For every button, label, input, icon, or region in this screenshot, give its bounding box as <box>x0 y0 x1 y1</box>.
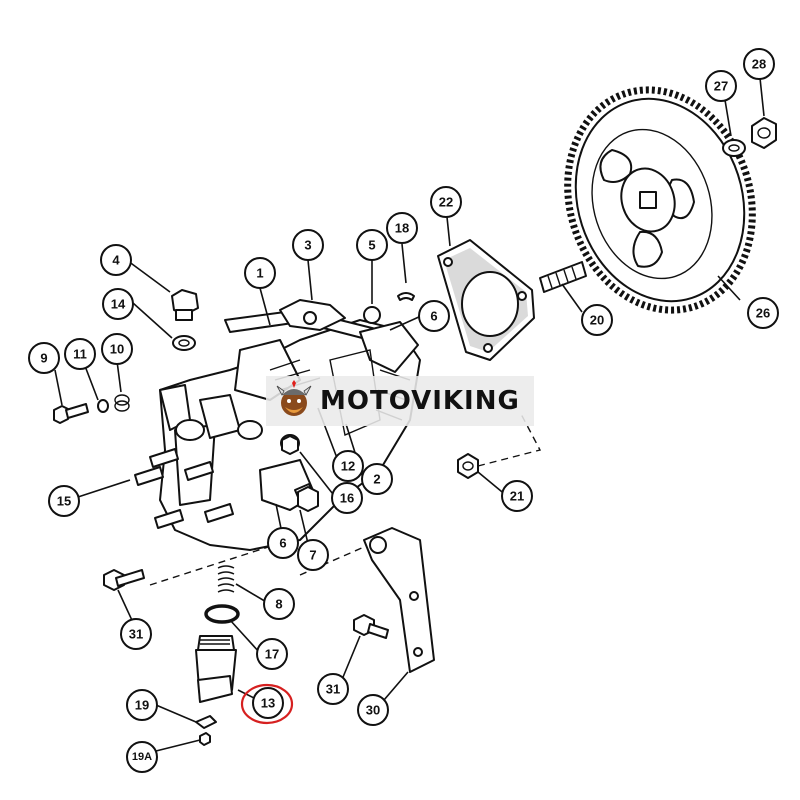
callout-label: 21 <box>510 489 524 504</box>
callout-label: 13 <box>261 696 275 711</box>
callout-label: 19A <box>132 751 152 763</box>
spring-8-illustration <box>217 565 235 593</box>
callout-label: 5 <box>368 238 375 253</box>
callout[interactable]: 30 <box>357 694 389 726</box>
callout[interactable]: 10 <box>101 333 133 365</box>
pump-studs-illustration <box>134 448 234 529</box>
highlight-ring <box>240 683 294 725</box>
callout-label: 9 <box>40 351 47 366</box>
callout-label: 30 <box>366 703 380 718</box>
callout-label: 10 <box>110 342 124 357</box>
callout[interactable]: 31 <box>120 618 152 650</box>
callout[interactable]: 21 <box>501 480 533 512</box>
callout[interactable]: 16 <box>331 482 363 514</box>
watermark-banner: MOTOVIKING <box>266 376 534 426</box>
callout-label: 11 <box>73 347 87 362</box>
bolt-7-illustration <box>297 486 319 512</box>
gear-illustration <box>564 86 756 314</box>
bolt-31-right-illustration <box>353 614 389 639</box>
clip-19-illustration <box>195 715 217 729</box>
callout[interactable]: 26 <box>747 297 779 329</box>
bolt-31-left-illustration <box>103 569 145 591</box>
screw-19a-illustration <box>199 732 211 746</box>
valve-13-illustration <box>195 635 237 703</box>
callout[interactable]: 5 <box>356 229 388 261</box>
callout-label: 2 <box>373 472 380 487</box>
stud-illustration <box>539 261 587 293</box>
spring-10-illustration <box>114 394 130 412</box>
callout[interactable]: 17 <box>256 638 288 670</box>
callout[interactable]: 4 <box>100 244 132 276</box>
callout-label: 16 <box>340 491 354 506</box>
callout-label: 26 <box>756 306 770 321</box>
callout-label: 20 <box>590 313 604 328</box>
callout-label: 3 <box>304 238 311 253</box>
callout[interactable]: 22 <box>430 186 462 218</box>
callout[interactable]: 6 <box>267 527 299 559</box>
callout-label: 6 <box>430 309 437 324</box>
callout[interactable]: 9 <box>28 342 60 374</box>
callout-label: 4 <box>112 253 120 268</box>
callout-label: 31 <box>129 627 143 642</box>
callout[interactable]: 3 <box>292 229 324 261</box>
watermark-text: MOTOVIKING <box>320 386 520 416</box>
viking-mascot-icon <box>276 380 312 416</box>
callout[interactable]: 31 <box>317 673 349 705</box>
plug-16-illustration <box>281 435 299 455</box>
gasket-illustration <box>437 239 535 361</box>
callout[interactable]: 1 <box>244 257 276 289</box>
callout[interactable]: 8 <box>263 588 295 620</box>
callout[interactable]: 2 <box>361 463 393 495</box>
washer-14-illustration <box>172 335 196 351</box>
callout-label: 27 <box>714 79 728 94</box>
callout[interactable]: 20 <box>581 304 613 336</box>
washer-27-illustration <box>722 139 746 157</box>
callout[interactable]: 19A <box>126 741 158 773</box>
callout-label: 18 <box>395 221 409 236</box>
callout[interactable]: 14 <box>102 288 134 320</box>
callout[interactable]: 28 <box>743 48 775 80</box>
o-ring-17-illustration <box>204 604 240 624</box>
callout-label: 6 <box>279 536 286 551</box>
callout[interactable]: 6 <box>418 300 450 332</box>
pump-body-illustration <box>159 299 421 551</box>
washer-11-illustration <box>97 399 109 413</box>
callout-label: 19 <box>135 698 149 713</box>
callout[interactable]: 11 <box>64 338 96 370</box>
callout-label: 17 <box>265 647 279 662</box>
callout[interactable]: 12 <box>332 450 364 482</box>
callout-label: 28 <box>752 57 766 72</box>
callout-label: 7 <box>309 548 316 563</box>
callout-label: 1 <box>256 266 263 281</box>
callout-label: 8 <box>275 597 282 612</box>
fitting-4-illustration <box>171 289 199 321</box>
callout-label: 22 <box>439 195 453 210</box>
bracket-30-illustration <box>363 527 435 673</box>
bolt-9-illustration <box>53 403 89 424</box>
callout[interactable]: 27 <box>705 70 737 102</box>
nut-28-illustration <box>751 117 777 149</box>
key-18-illustration <box>397 292 415 301</box>
nut-21-illustration <box>457 453 479 479</box>
callout[interactable]: 7 <box>297 539 329 571</box>
callout[interactable]: 13 <box>252 687 284 719</box>
callout-label: 12 <box>341 459 355 474</box>
callout-label: 15 <box>57 494 71 509</box>
callout-label: 14 <box>111 297 126 312</box>
callout[interactable]: 18 <box>386 212 418 244</box>
callout[interactable]: 15 <box>48 485 80 517</box>
callout[interactable]: 19 <box>126 689 158 721</box>
callout-label: 31 <box>326 682 340 697</box>
